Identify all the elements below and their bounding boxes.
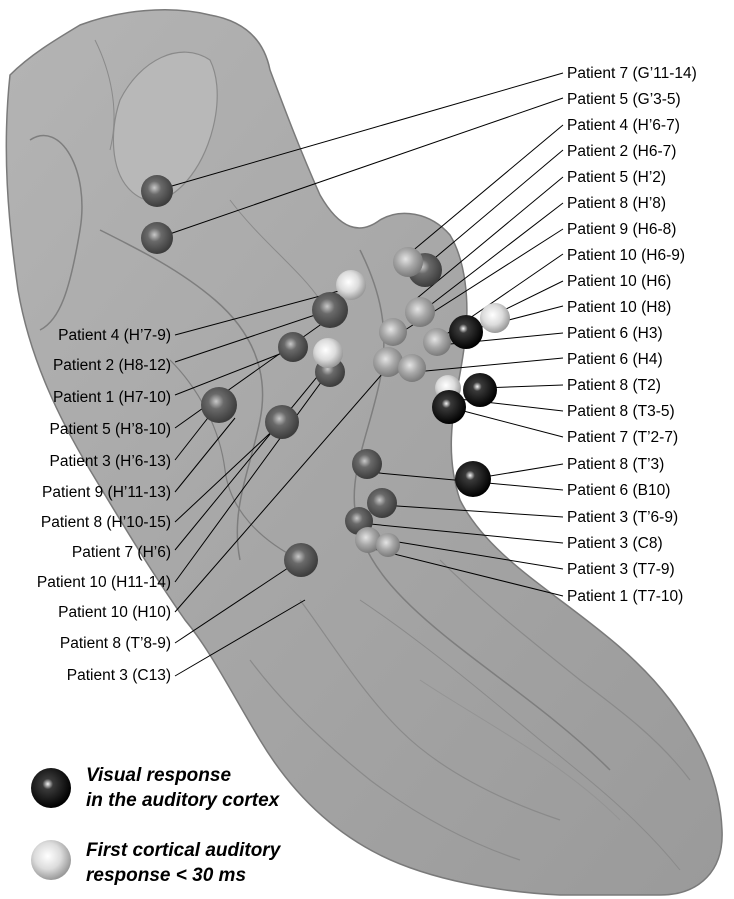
legend: Visual response in the auditory cortex F… xyxy=(31,765,282,886)
label-right: Patient 9 (H6-8) xyxy=(567,221,676,238)
label-left: Patient 3 (H’6-13) xyxy=(50,453,171,470)
electrode-dark xyxy=(265,405,299,439)
label-left: Patient 5 (H’8-10) xyxy=(50,421,171,438)
electrode-dark xyxy=(312,292,348,328)
label-right: Patient 8 (H’8) xyxy=(567,195,666,212)
label-right: Patient 5 (H’2) xyxy=(567,169,666,186)
electrode-dark xyxy=(284,543,318,577)
label-left: Patient 8 (T’8-9) xyxy=(60,635,171,652)
electrode-mid xyxy=(355,527,381,553)
label-left: Patient 10 (H10) xyxy=(58,604,171,621)
electrode-mid xyxy=(376,533,400,557)
electrode-mid xyxy=(398,354,426,382)
electrode-dark xyxy=(367,488,397,518)
label-right: Patient 10 (H8) xyxy=(567,299,671,316)
electrode-dark xyxy=(278,332,308,362)
legend-visual-line1: Visual response xyxy=(86,765,231,786)
electrode-black xyxy=(449,315,483,349)
electrode-mid xyxy=(405,297,435,327)
electrode-mid xyxy=(373,347,403,377)
label-right: Patient 8 (T3-5) xyxy=(567,403,675,420)
label-right: Patient 6 (B10) xyxy=(567,482,670,499)
electrodes-dark xyxy=(141,175,442,577)
label-right: Patient 10 (H6-9) xyxy=(567,247,685,264)
legend-black-marker xyxy=(31,768,71,808)
label-right: Patient 8 (T’3) xyxy=(567,456,664,473)
label-left: Patient 3 (C13) xyxy=(67,667,171,684)
label-right: Patient 6 (H3) xyxy=(567,325,663,342)
electrode-mid xyxy=(423,328,451,356)
electrode-white xyxy=(336,270,366,300)
electrode-white xyxy=(480,303,510,333)
legend-white-marker xyxy=(31,840,71,880)
electrode-black xyxy=(463,373,497,407)
electrode-dark xyxy=(352,449,382,479)
label-left: Patient 8 (H’10-15) xyxy=(41,514,171,531)
label-left: Patient 1 (H7-10) xyxy=(53,389,171,406)
label-right: Patient 7 (G’11-14) xyxy=(567,65,697,82)
electrodes-mid xyxy=(355,247,451,557)
label-right: Patient 1 (T7-10) xyxy=(567,588,683,605)
electrode-black xyxy=(455,461,491,497)
label-right: Patient 6 (H4) xyxy=(567,351,663,368)
label-right: Patient 3 (T7-9) xyxy=(567,561,675,578)
electrode-black xyxy=(432,390,466,424)
label-right: Patient 2 (H6-7) xyxy=(567,143,676,160)
label-right: Patient 8 (T2) xyxy=(567,377,661,394)
label-right: Patient 5 (G’3-5) xyxy=(567,91,681,108)
electrode-white xyxy=(313,338,343,368)
label-left: Patient 7 (H’6) xyxy=(72,544,171,561)
label-right: Patient 3 (C8) xyxy=(567,535,663,552)
legend-visual-line2: in the auditory cortex xyxy=(86,790,281,811)
label-left: Patient 2 (H8-12) xyxy=(53,357,171,374)
labels-left: Patient 4 (H’7-9) Patient 2 (H8-12) Pati… xyxy=(37,327,171,684)
electrode-dark xyxy=(141,175,173,207)
electrode-dark xyxy=(141,222,173,254)
electrode-mid xyxy=(379,318,407,346)
legend-auditory-line1: First cortical auditory xyxy=(86,840,282,861)
legend-auditory-line2: response < 30 ms xyxy=(86,865,246,886)
label-left: Patient 4 (H’7-9) xyxy=(58,327,171,344)
label-right: Patient 3 (T’6-9) xyxy=(567,509,678,526)
electrode-dark xyxy=(201,387,237,423)
label-right: Patient 7 (T’2-7) xyxy=(567,429,678,446)
label-right: Patient 4 (H’6-7) xyxy=(567,117,680,134)
label-left: Patient 10 (H11-14) xyxy=(37,574,171,591)
leader-lines-left xyxy=(174,287,391,677)
electrode-mid xyxy=(393,247,423,277)
label-left: Patient 9 (H’11-13) xyxy=(42,484,171,501)
labels-right: Patient 7 (G’11-14) Patient 5 (G’3-5) Pa… xyxy=(567,65,697,605)
label-right: Patient 10 (H6) xyxy=(567,273,671,290)
electrodes-black xyxy=(432,315,497,497)
